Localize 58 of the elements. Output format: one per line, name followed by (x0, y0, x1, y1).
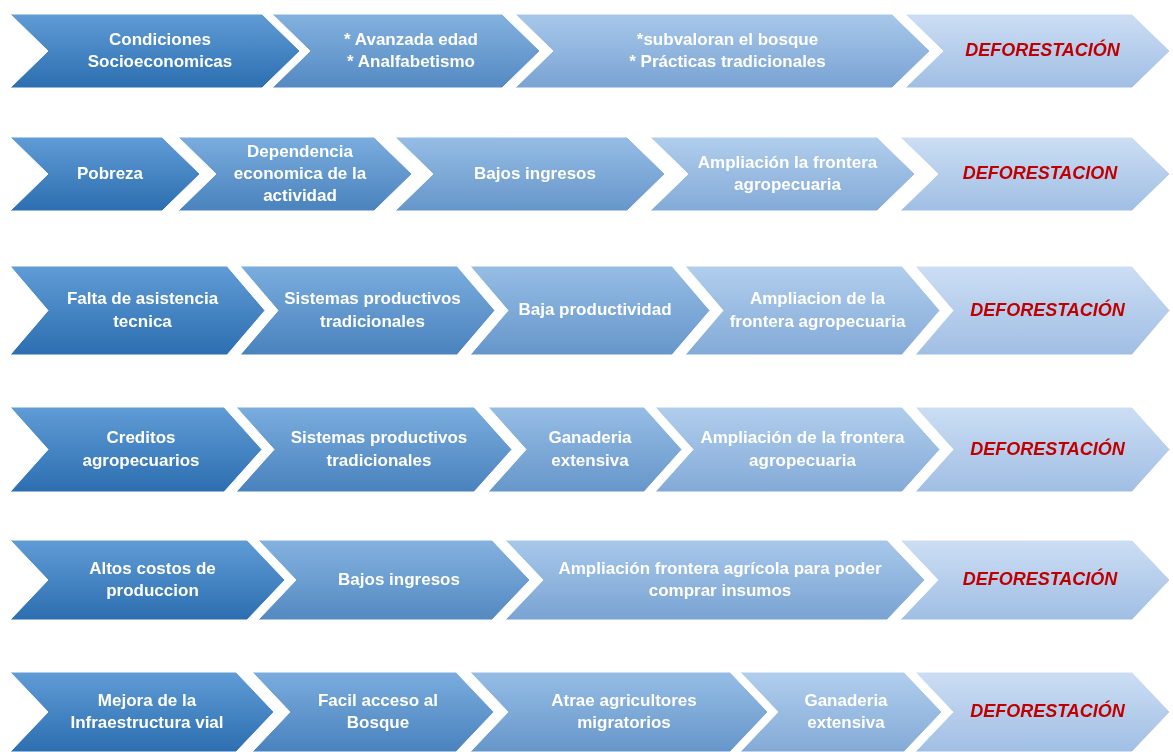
chevron-step (10, 540, 285, 620)
chevron-step (272, 14, 540, 88)
chevron-step (258, 540, 530, 620)
step-label: Ampliación frontera agrícola para poder comprar insumos (557, 557, 883, 602)
step-label: Facil acceso al Bosque (317, 689, 439, 734)
chevron-step (240, 266, 495, 355)
step-label: Ganaderia extensiva (803, 689, 889, 734)
chevron-step (10, 407, 262, 492)
chevron-step (915, 266, 1170, 355)
step-label: Bajos ingresos (474, 162, 596, 185)
chevron-step (10, 266, 265, 355)
chevron-step (915, 672, 1170, 752)
step-label: Bajos ingresos (338, 568, 460, 591)
result-label: DEFORESTACIÓN (970, 298, 1125, 322)
chevron-step (900, 137, 1170, 211)
step-label: * Prácticas tradicionales (629, 51, 826, 73)
step-label: Pobreza (76, 162, 144, 185)
chevron-step (515, 14, 930, 88)
chevron-step (488, 407, 682, 492)
chevron-step (900, 540, 1170, 620)
step-label: Mejora de la Infraestructura vial (69, 689, 225, 734)
chevron-step (236, 407, 512, 492)
chevron-step (10, 14, 300, 88)
chevron-step (505, 540, 925, 620)
chevron-step (252, 672, 494, 752)
step-label: Sistemas productivos tradicionales (289, 427, 469, 472)
step-label: Atrae agricultores migratorios (550, 689, 698, 734)
chevron-step (10, 672, 274, 752)
step-label: * Avanzada edad (344, 28, 478, 51)
result-label: DEFORESTACIÓN (970, 700, 1125, 724)
chevron-step (470, 672, 768, 752)
step-label: Creditos agropecuarios (81, 427, 201, 472)
step-label: Ampliación la frontera agropecuaria (696, 151, 879, 196)
step-label: Falta de asistencia tecnica (65, 288, 220, 333)
step-label: *subvaloran el bosque (636, 28, 819, 51)
step-label: Ganaderia extensiva (547, 427, 633, 472)
chevron-step (740, 672, 942, 752)
step-label: Ampliación de la frontera agropecuaria (699, 427, 906, 472)
step-label: * Analfabetismo (347, 51, 475, 73)
chevron-step (650, 137, 915, 211)
step-label: Condiciones Socioeconomicas (86, 28, 234, 73)
chevron-step (655, 407, 940, 492)
result-label: DEFORESTACIÓN (970, 437, 1125, 461)
chevron-step (685, 266, 940, 355)
step-label: Ampliacion de la frontera agropecuaria (728, 288, 907, 333)
step-label: Baja productividad (518, 299, 672, 322)
result-label: DEFORESTACION (962, 162, 1118, 186)
chevron-step (915, 407, 1170, 492)
result-label: DEFORESTACIÓN (965, 39, 1120, 63)
result-label: DEFORESTACIÓN (962, 568, 1118, 592)
chevron-step (470, 266, 710, 355)
chevron-step (395, 137, 665, 211)
step-label: Sistemas productivos tradicionales (283, 288, 462, 333)
chevron-step (178, 137, 412, 211)
step-label: Altos costos de produccion (88, 557, 217, 602)
step-label: Dependencia economica de la actividad (232, 140, 368, 208)
chevron-step (905, 14, 1170, 88)
chevron-step (10, 137, 200, 211)
